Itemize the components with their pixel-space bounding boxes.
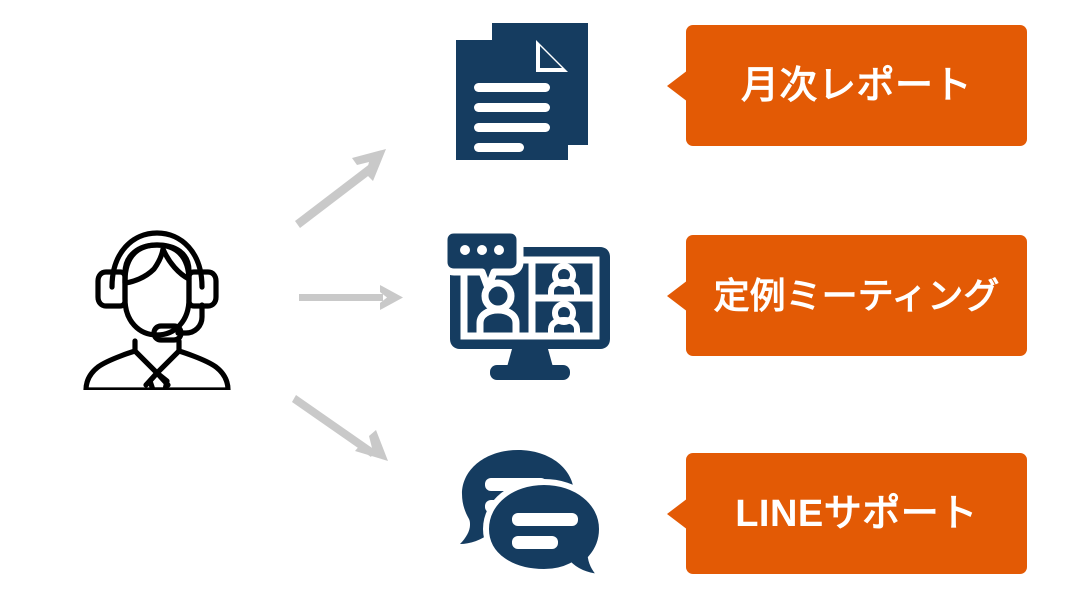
callout-meeting[interactable]: 定例ミーティング [667,235,1027,356]
channel-row-meeting: 定例ミーティング [0,222,1078,382]
callout-notch-icon [667,280,688,312]
speech-bubble-icon [440,226,524,292]
callout-box-meeting[interactable]: 定例ミーティング [686,235,1027,356]
callout-label-line: LINEサポート [735,492,978,535]
callout-box-report[interactable]: 月次レポート [686,25,1027,146]
channel-row-report: 月次レポート [0,12,1078,172]
callout-report[interactable]: 月次レポート [667,25,1027,146]
video-conference-monitor-icon [440,222,620,382]
callout-line[interactable]: LINEサポート [667,453,1027,574]
chat-bubble-front-icon [482,478,610,581]
channel-row-line: LINEサポート [0,440,1078,600]
source-operator-icon [75,225,240,393]
callout-notch-icon [667,70,688,102]
callout-label-report: 月次レポート [740,64,972,107]
callout-label-meeting: 定例ミーティング [713,274,1000,316]
callout-notch-icon [667,498,688,530]
documents-icon [440,12,620,172]
chat-bubbles-icon [440,440,620,600]
callout-box-line[interactable]: LINEサポート [686,453,1027,574]
